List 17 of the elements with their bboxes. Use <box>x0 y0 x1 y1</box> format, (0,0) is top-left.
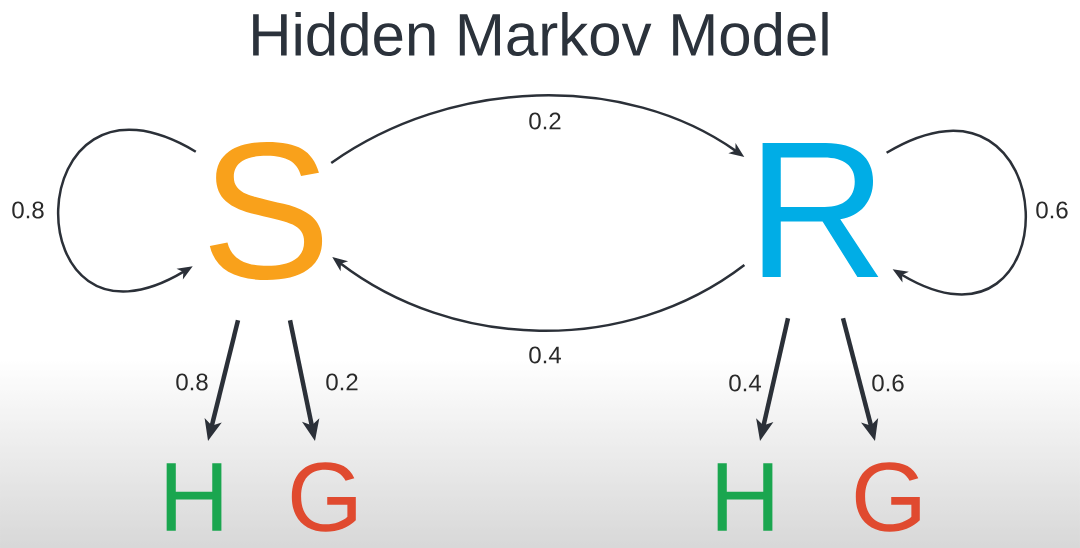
observation-letter: G <box>855 462 920 532</box>
state-letter: R <box>762 142 879 278</box>
edge-label: 0.8 <box>12 201 44 219</box>
edge-label: 0.4 <box>529 346 561 364</box>
loop-arrow <box>886 130 1027 295</box>
edge-label: 0.2 <box>326 373 358 391</box>
edge-label: 0.6 <box>1036 201 1068 219</box>
observation-letter: G <box>291 462 356 532</box>
edge-label: 0.2 <box>529 112 561 130</box>
edge-label: 0.4 <box>729 374 761 392</box>
title: Hidden Markov Model <box>253 11 828 56</box>
edge-label: 0.8 <box>176 373 208 391</box>
edge-label: 0.6 <box>872 374 904 392</box>
state-letter: S <box>209 141 323 280</box>
observation-letter: H <box>166 463 222 531</box>
observation-letter: H <box>717 463 773 531</box>
loop-arrow <box>57 129 197 292</box>
